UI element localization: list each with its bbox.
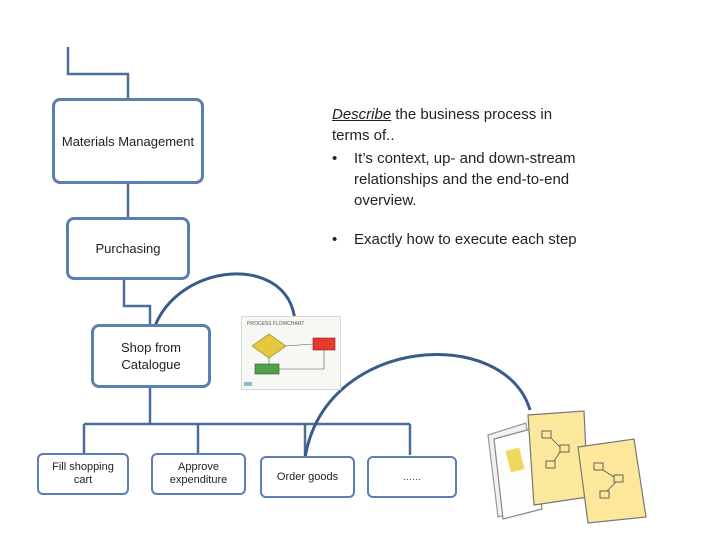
bullet-dot: • (332, 231, 338, 248)
arc-order-to-documents (303, 353, 532, 459)
node-ellipsis-label: …… (403, 471, 421, 482)
document-right-page (577, 438, 647, 524)
description-bullet-2-text: Exactly how to execute each step (354, 231, 577, 248)
thumbnail-arrow-1 (285, 343, 314, 347)
document-right-node (599, 490, 610, 499)
document-middle-node (545, 460, 556, 469)
bullet-dot: • (332, 150, 338, 167)
document-right-node (593, 462, 604, 471)
document-middle-node (541, 430, 552, 439)
description-emphasis: Describe (332, 106, 392, 123)
node-fill-shopping-cart-label: Fill shopping cart (52, 461, 114, 486)
node-fill-shopping-cart: Fill shopping cart (37, 453, 129, 495)
connector-purchasing-shop (122, 278, 152, 326)
thumbnail-green-step (254, 363, 280, 375)
thumbnail-footer-mark (244, 382, 252, 386)
document-left-sticky (505, 447, 525, 473)
node-approve-expenditure-label: Approve expenditure (169, 461, 228, 486)
node-approve-expenditure: Approve expenditure (151, 453, 246, 495)
document-right-node (613, 474, 624, 483)
description-bullet-1: • It’s context, up- and down-stream rela… (332, 148, 582, 211)
connector-top (66, 47, 130, 100)
arc-shop-to-flowchart (148, 272, 297, 347)
node-purchasing: Purchasing (66, 217, 190, 280)
flowchart-thumbnail: PROCESS FLOWCHART (241, 316, 341, 390)
node-ellipsis: …… (367, 456, 457, 498)
description-bullet-2: • Exactly how to execute each step (332, 229, 582, 250)
node-order-goods-label: Order goods (276, 470, 339, 483)
node-materials-management-label: Materials Management (61, 133, 195, 149)
node-order-goods: Order goods (260, 456, 355, 498)
document-middle-node (559, 444, 570, 453)
documents-illustration (487, 410, 647, 524)
thumbnail-title: PROCESS FLOWCHART (247, 321, 304, 327)
node-purchasing-label: Purchasing (95, 241, 161, 256)
thumbnail-arrow-3 (279, 350, 325, 370)
description-block: Describe the business process in terms o… (332, 104, 582, 250)
description-intro-rest: the business process in terms of.. (332, 106, 553, 144)
thumbnail-frame (241, 316, 341, 390)
description-bullet-1-text: It’s context, up- and down-stream relati… (354, 150, 576, 209)
node-materials-management: Materials Management (52, 98, 204, 184)
document-right-links (602, 469, 617, 492)
thumbnail-red-step (312, 337, 336, 351)
description-intro: Describe the business process in terms o… (332, 104, 582, 146)
document-middle-links (550, 437, 561, 462)
document-right (577, 438, 647, 524)
node-shop-from-catalogue-label: Shop from Catalogue (121, 340, 181, 372)
node-shop-from-catalogue: Shop from Catalogue (91, 324, 211, 388)
